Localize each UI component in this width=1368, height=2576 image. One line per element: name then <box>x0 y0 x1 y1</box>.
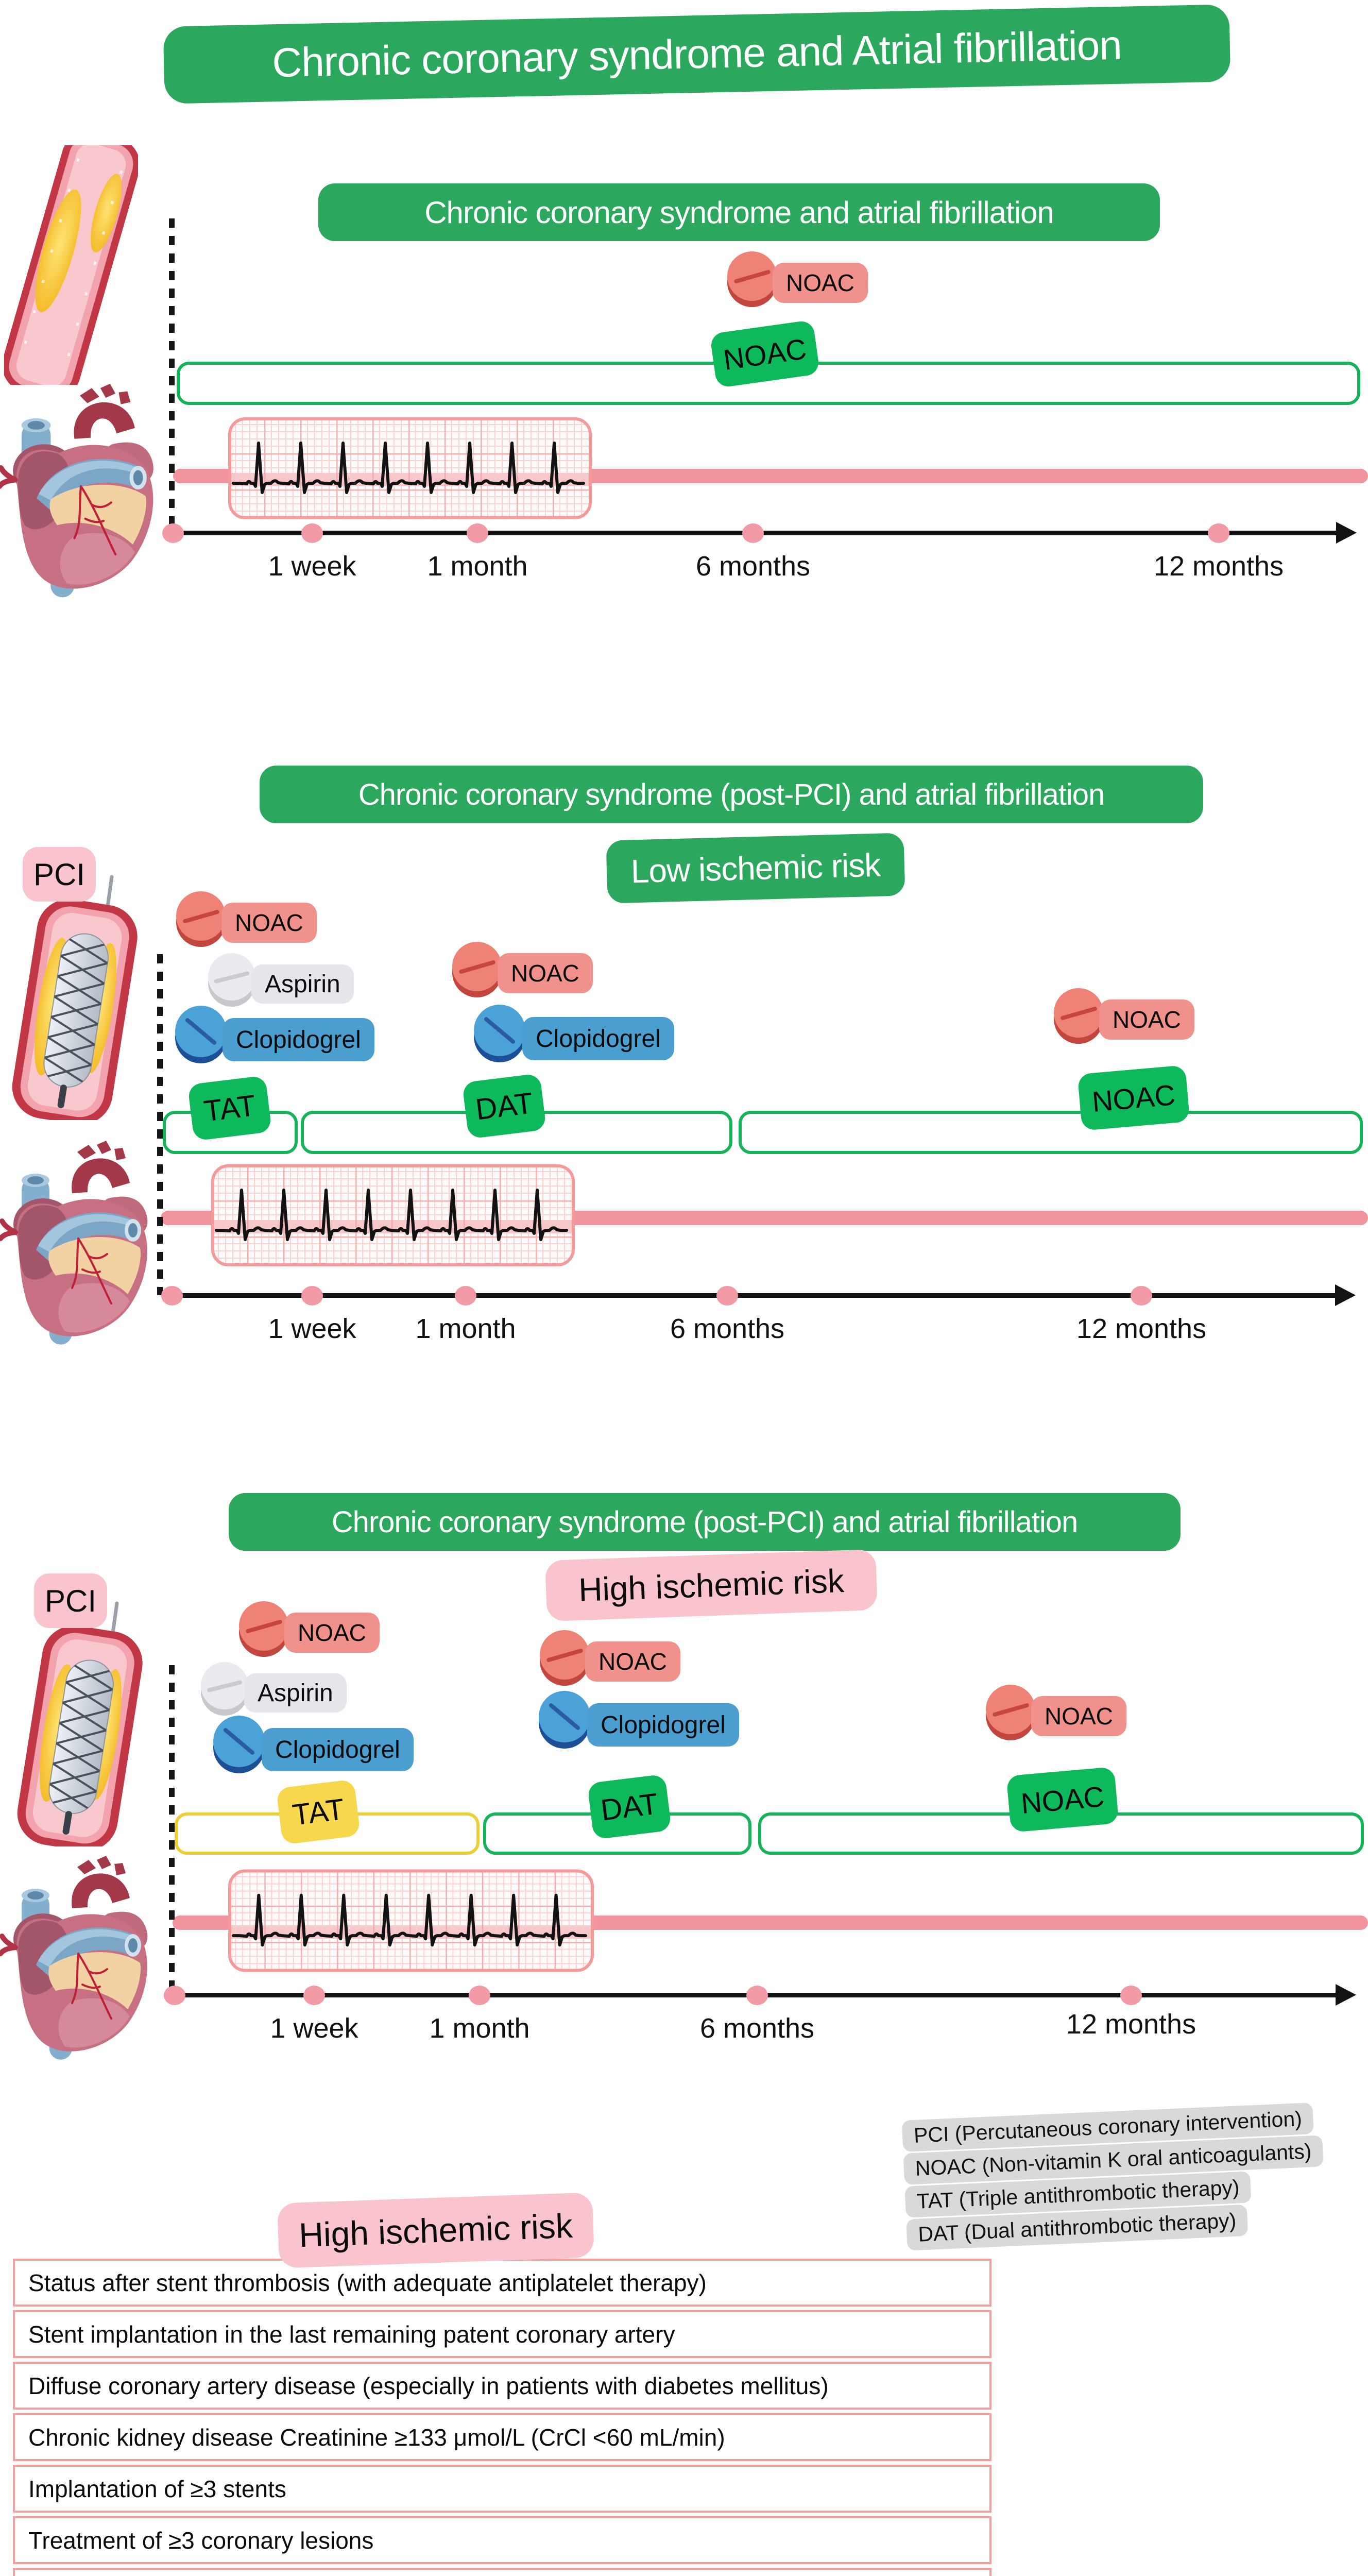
heart-illustration <box>0 1131 160 1348</box>
timeline-dot <box>164 1986 185 2005</box>
noac-pill-icon <box>986 1685 1035 1740</box>
noac-therapy-badge: NOAC <box>1077 1065 1190 1131</box>
table-row: Implantation of ≥3 stents <box>13 2465 991 2513</box>
tick-label: 12 months <box>1153 551 1284 582</box>
tat-badge: TAT <box>187 1075 272 1141</box>
page-title: Chronic coronary syndrome and Atrial fib… <box>163 4 1231 104</box>
noac-chip: NOAC <box>1031 1696 1126 1736</box>
noac-pill-icon <box>452 942 502 997</box>
clopidogrel-pill-icon <box>175 1006 227 1063</box>
timeline-dot <box>301 523 323 543</box>
timeline-dot <box>1120 1986 1142 2005</box>
stent-pci-illustration <box>15 1599 166 1846</box>
risk-table-title: High ischemic risk <box>277 2192 595 2268</box>
timeline-start-dashed-line <box>169 218 175 541</box>
high-risk-badge: High ischemic risk <box>545 1549 878 1622</box>
noac-pill-icon <box>239 1601 288 1657</box>
noac-chip: NOAC <box>1099 999 1194 1040</box>
tick-label: 1 month <box>427 551 528 582</box>
noac-pill-icon <box>540 1630 589 1686</box>
clopidogrel-pill-icon <box>474 1005 525 1062</box>
tick-label: 12 months <box>1076 1313 1207 1344</box>
ecg-trace <box>228 417 592 519</box>
clopidogrel-chip: Clopidogrel <box>522 1017 674 1060</box>
tick-label: 6 months <box>695 551 811 582</box>
low-risk-badge: Low ischemic risk <box>606 833 905 904</box>
section-high-header: Chronic coronary syndrome (post-PCI) and… <box>229 1493 1181 1551</box>
timeline-dot <box>469 1986 490 2005</box>
dat-badge: DAT <box>461 1073 547 1139</box>
noac-therapy-badge: NOAC <box>1006 1767 1119 1833</box>
noac-chip: NOAC <box>773 263 868 303</box>
aspirin-pill-icon <box>201 1662 248 1716</box>
noac-pill-icon <box>727 251 777 307</box>
tat-badge: TAT <box>276 1779 361 1845</box>
tick-label: 1 week <box>270 2013 358 2044</box>
noac-chip: NOAC <box>498 953 593 993</box>
high-risk-criteria-table: Status after stent thrombosis (with adeq… <box>13 2259 991 2576</box>
clopidogrel-chip: Clopidogrel <box>262 1728 414 1771</box>
timeline-dot <box>303 1986 325 2005</box>
therapy-bar-noac <box>758 1812 1364 1855</box>
heart-illustration <box>0 1846 160 2063</box>
table-row: Stent implantation in the last remaining… <box>13 2310 991 2358</box>
section-low-header: Chronic coronary syndrome (post-PCI) and… <box>260 766 1203 823</box>
timeline-axis <box>172 1284 1356 1306</box>
abbreviation-legend: PCI (Percutaneous coronary intervention)… <box>901 2102 1327 2252</box>
timeline-dot <box>455 1286 476 1306</box>
tick-label: 1 month <box>415 1313 516 1344</box>
ecg-trace <box>211 1164 575 1266</box>
noac-chip: NOAC <box>221 903 317 943</box>
table-row: Chronic kidney disease Creatinine ≥133 μ… <box>13 2413 991 2461</box>
timeline-dot <box>716 1286 738 1306</box>
section-ccs-header: Chronic coronary syndrome and atrial fib… <box>318 183 1160 241</box>
noac-pill-icon <box>1054 988 1103 1044</box>
table-row: Bifurcation treatment with 2 stents <box>13 2568 991 2576</box>
timeline-dot <box>467 523 488 543</box>
aspirin-chip: Aspirin <box>251 964 354 1004</box>
clopidogrel-pill-icon <box>539 1691 590 1749</box>
tick-label: 6 months <box>699 2013 815 2044</box>
tick-label: 1 week <box>268 1313 356 1344</box>
tick-label: 1 week <box>268 551 356 582</box>
timeline-dot <box>1131 1286 1152 1306</box>
tick-label: 1 month <box>429 2013 530 2044</box>
tick-label: 6 months <box>670 1313 785 1344</box>
table-row: Treatment of ≥3 coronary lesions <box>13 2516 991 2564</box>
aspirin-chip: Aspirin <box>244 1673 347 1713</box>
dat-badge: DAT <box>587 1774 672 1840</box>
clopidogrel-pill-icon <box>213 1716 265 1773</box>
tick-label: 12 months <box>1066 2009 1196 2040</box>
timeline-dot <box>742 523 764 543</box>
noac-pill-icon <box>176 891 226 947</box>
ecg-trace <box>228 1869 594 1972</box>
clopidogrel-chip: Clopidogrel <box>587 1703 739 1747</box>
clopidogrel-chip: Clopidogrel <box>223 1018 374 1061</box>
aspirin-pill-icon <box>208 953 255 1007</box>
timeline-dot <box>301 1286 323 1306</box>
noac-chip: NOAC <box>284 1613 380 1653</box>
noac-chip: NOAC <box>585 1641 680 1682</box>
timeline-start-dashed-line <box>157 954 163 1295</box>
table-row: Diffuse coronary artery disease (especia… <box>13 2362 991 2410</box>
timeline-dot <box>1208 523 1229 543</box>
table-row: Status after stent thrombosis (with adeq… <box>13 2259 991 2307</box>
heart-illustration <box>0 374 165 601</box>
therapy-bar-noac <box>739 1111 1363 1154</box>
pci-label: PCI <box>34 1573 107 1628</box>
timeline-start-dashed-line <box>169 1665 175 1999</box>
pci-label: PCI <box>23 847 96 902</box>
timeline-dot <box>161 1286 183 1306</box>
timeline-dot <box>162 523 184 543</box>
stent-pci-illustration <box>10 873 161 1120</box>
artery-plaque-illustration <box>4 145 138 385</box>
timeline-dot <box>746 1986 768 2005</box>
